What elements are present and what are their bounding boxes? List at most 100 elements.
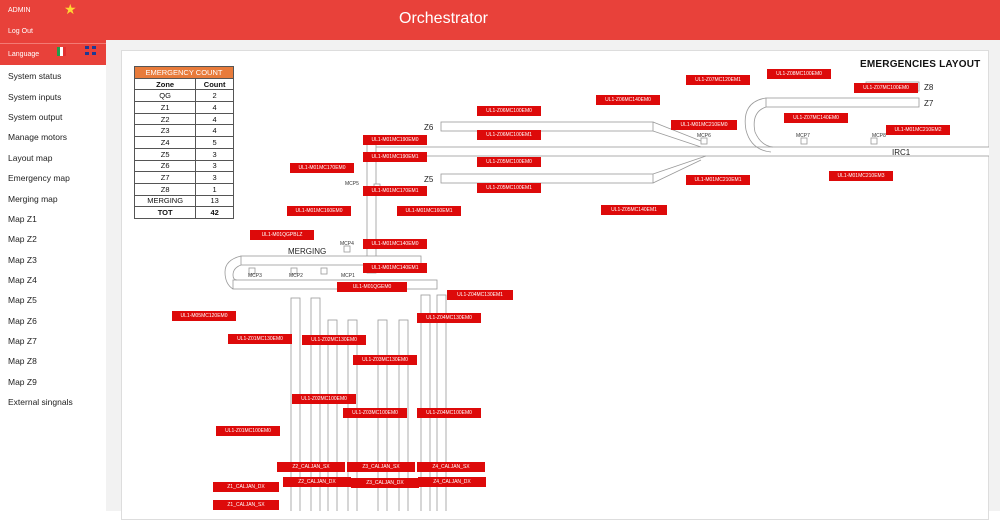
emergency-label[interactable]: UL1-Z07MC100EM0	[854, 83, 918, 93]
menu-system-output[interactable]: System output	[8, 112, 63, 122]
emergency-label[interactable]: UL1-Z07MC120EM1	[686, 75, 750, 85]
emergency-label[interactable]: Z3_CALJAN_DX	[351, 478, 419, 488]
emergency-label[interactable]: UL1-Z05MC140EM1	[601, 205, 667, 215]
emergency-label[interactable]: UL1-Z07MC140EM0	[784, 113, 848, 123]
emergency-label[interactable]: UL1-Z01MC100EM0	[216, 426, 280, 436]
lane-label-z5: Z5	[424, 175, 434, 184]
english-flag-icon[interactable]	[85, 46, 96, 55]
emergency-label[interactable]: Z2_CALJAN_SX	[277, 462, 345, 472]
emergency-label[interactable]: Z3_CALJAN_SX	[347, 462, 415, 472]
conveyor-layout-diagram	[224, 81, 989, 511]
emergency-label[interactable]: UL1-Z06MC140EM0	[596, 95, 660, 105]
z6-conveyor	[440, 121, 654, 132]
emergency-label[interactable]: UL1-Z08MC100EM0	[767, 69, 831, 79]
emergency-label[interactable]: UL1-M01MC140EM1	[363, 263, 427, 273]
menu-map-z6[interactable]: Map Z6	[8, 316, 37, 326]
emergency-label[interactable]: UL1-Z06MC100EM1	[477, 130, 541, 140]
z5-conveyor	[440, 173, 654, 184]
emergency-label[interactable]: UL1-Z02MC130EM0	[302, 335, 366, 345]
emergency-label[interactable]: UL1-M01MC190EM1	[363, 152, 427, 162]
menu-manage-motors[interactable]: Manage motors	[8, 132, 68, 142]
emergency-label[interactable]: Z4_CALJAN_SX	[417, 462, 485, 472]
emergency-label[interactable]: UL1-Z02MC100EM0	[292, 394, 356, 404]
emergency-label[interactable]: UL1-Z04MC130EM1	[447, 290, 513, 300]
mcp1-label: MCP1	[341, 273, 355, 279]
emergency-label[interactable]: UL1-M01MC160EM1	[397, 206, 461, 216]
lane-label-irc1: IRC1	[892, 148, 911, 157]
emergency-label[interactable]: UL1-Z06MC100EM0	[477, 106, 541, 116]
emergency-label[interactable]: UL1-Z04MC100EM0	[417, 408, 481, 418]
merging-conveyor	[240, 255, 422, 266]
menu-map-z9[interactable]: Map Z9	[8, 377, 37, 387]
mcp2-label: MCP2	[289, 273, 303, 279]
lane-label-z6: Z6	[424, 123, 434, 132]
emergency-label[interactable]: UL1-Z05MC100EM1	[477, 183, 541, 193]
menu-system-inputs[interactable]: System inputs	[8, 92, 62, 102]
emergency-label[interactable]: UL1-Z05MC100EM0	[477, 157, 541, 167]
emergency-label[interactable]: Z4_CALJAN_DX	[418, 477, 486, 487]
star-icon[interactable]: ★	[64, 1, 77, 17]
italian-flag-icon[interactable]	[57, 47, 66, 56]
emergency-label[interactable]: UL1-M01MC210EM2	[886, 125, 950, 135]
menu-merging-map[interactable]: Merging map	[8, 194, 58, 204]
menu-map-z4[interactable]: Map Z4	[8, 275, 37, 285]
mcp4-label: MCP4	[340, 241, 354, 247]
emergency-label[interactable]: UL1-Z03MC130EM0	[353, 355, 417, 365]
emergency-label[interactable]: UL1-M01MC210EM0	[671, 120, 737, 130]
emergency-label[interactable]: UL1-M01MC140EM0	[363, 239, 427, 249]
lane-label-z8: Z8	[924, 83, 934, 92]
mcp8-label: MCP8	[872, 133, 886, 139]
menu-map-z7[interactable]: Map Z7	[8, 336, 37, 346]
emergency-label[interactable]: UL1-M01MC210EM1	[686, 175, 750, 185]
mcp5-label: MCP5	[345, 181, 359, 187]
lane-label-z7: Z7	[924, 99, 934, 108]
menu-map-z3[interactable]: Map Z3	[8, 255, 37, 265]
emergency-label[interactable]: UL1-Z01MC130EM0	[228, 334, 292, 344]
emergency-label[interactable]: UL1-Z03MC100EM0	[343, 408, 407, 418]
menu-map-z5[interactable]: Map Z5	[8, 295, 37, 305]
emergency-label[interactable]: UL1-M01MC170EM0	[290, 163, 354, 173]
emergency-label[interactable]: Z1_CALJAN_DX	[213, 482, 279, 492]
emergency-label[interactable]: UL1-M01MC210EM3	[829, 171, 893, 181]
layout-title: EMERGENCIES LAYOUT	[860, 59, 981, 70]
emergency-label[interactable]: Z2_CALJAN_DX	[283, 477, 351, 487]
emergency-label[interactable]: UL1-M01QGEM0	[337, 282, 407, 292]
emergency-label[interactable]: UL1-M01MC190EM0	[363, 135, 427, 145]
emergency-label[interactable]: UL1-Z04MC130EM0	[417, 313, 481, 323]
logout-button[interactable]: Log Out	[8, 28, 33, 35]
mcp7-label: MCP7	[796, 133, 810, 139]
emergency-label[interactable]: Z1_CALJAN_SX	[213, 500, 279, 510]
menu-emergency-map[interactable]: Emergency map	[8, 173, 70, 183]
merging-lower-conveyor	[232, 279, 438, 290]
menu-layout-map[interactable]: Layout map	[8, 153, 53, 163]
menu-system-status[interactable]: System status	[8, 71, 62, 81]
emergency-label[interactable]: UL1-M05MC120EM0	[172, 311, 236, 321]
mcp3-label: MCP3	[248, 273, 262, 279]
menu-map-z8[interactable]: Map Z8	[8, 356, 37, 366]
menu-map-z1[interactable]: Map Z1	[8, 214, 37, 224]
mcp6-label: MCP6	[697, 133, 711, 139]
menu-external-signals[interactable]: External singnals	[8, 397, 73, 407]
lane-label-merging: MERGING	[288, 247, 327, 256]
z7-conveyor	[765, 97, 920, 108]
sidebar-header: ADMIN ★ Log Out Language	[0, 0, 106, 65]
emergency-label[interactable]: UL1-M01MC160EM0	[287, 206, 351, 216]
emergency-label[interactable]: UL1-M01MC170EM1	[363, 186, 427, 196]
emergency-label[interactable]: UL1-M01QGPBLZ	[250, 230, 314, 240]
app-title: Orchestrator	[399, 10, 488, 27]
table-caption: EMERGENCY COUNT	[134, 66, 234, 79]
language-label: Language	[0, 43, 106, 64]
app-header: Orchestrator	[106, 0, 1000, 40]
menu-map-z2[interactable]: Map Z2	[8, 234, 37, 244]
sidebar: ADMIN ★ Log Out Language System status S…	[0, 0, 106, 511]
